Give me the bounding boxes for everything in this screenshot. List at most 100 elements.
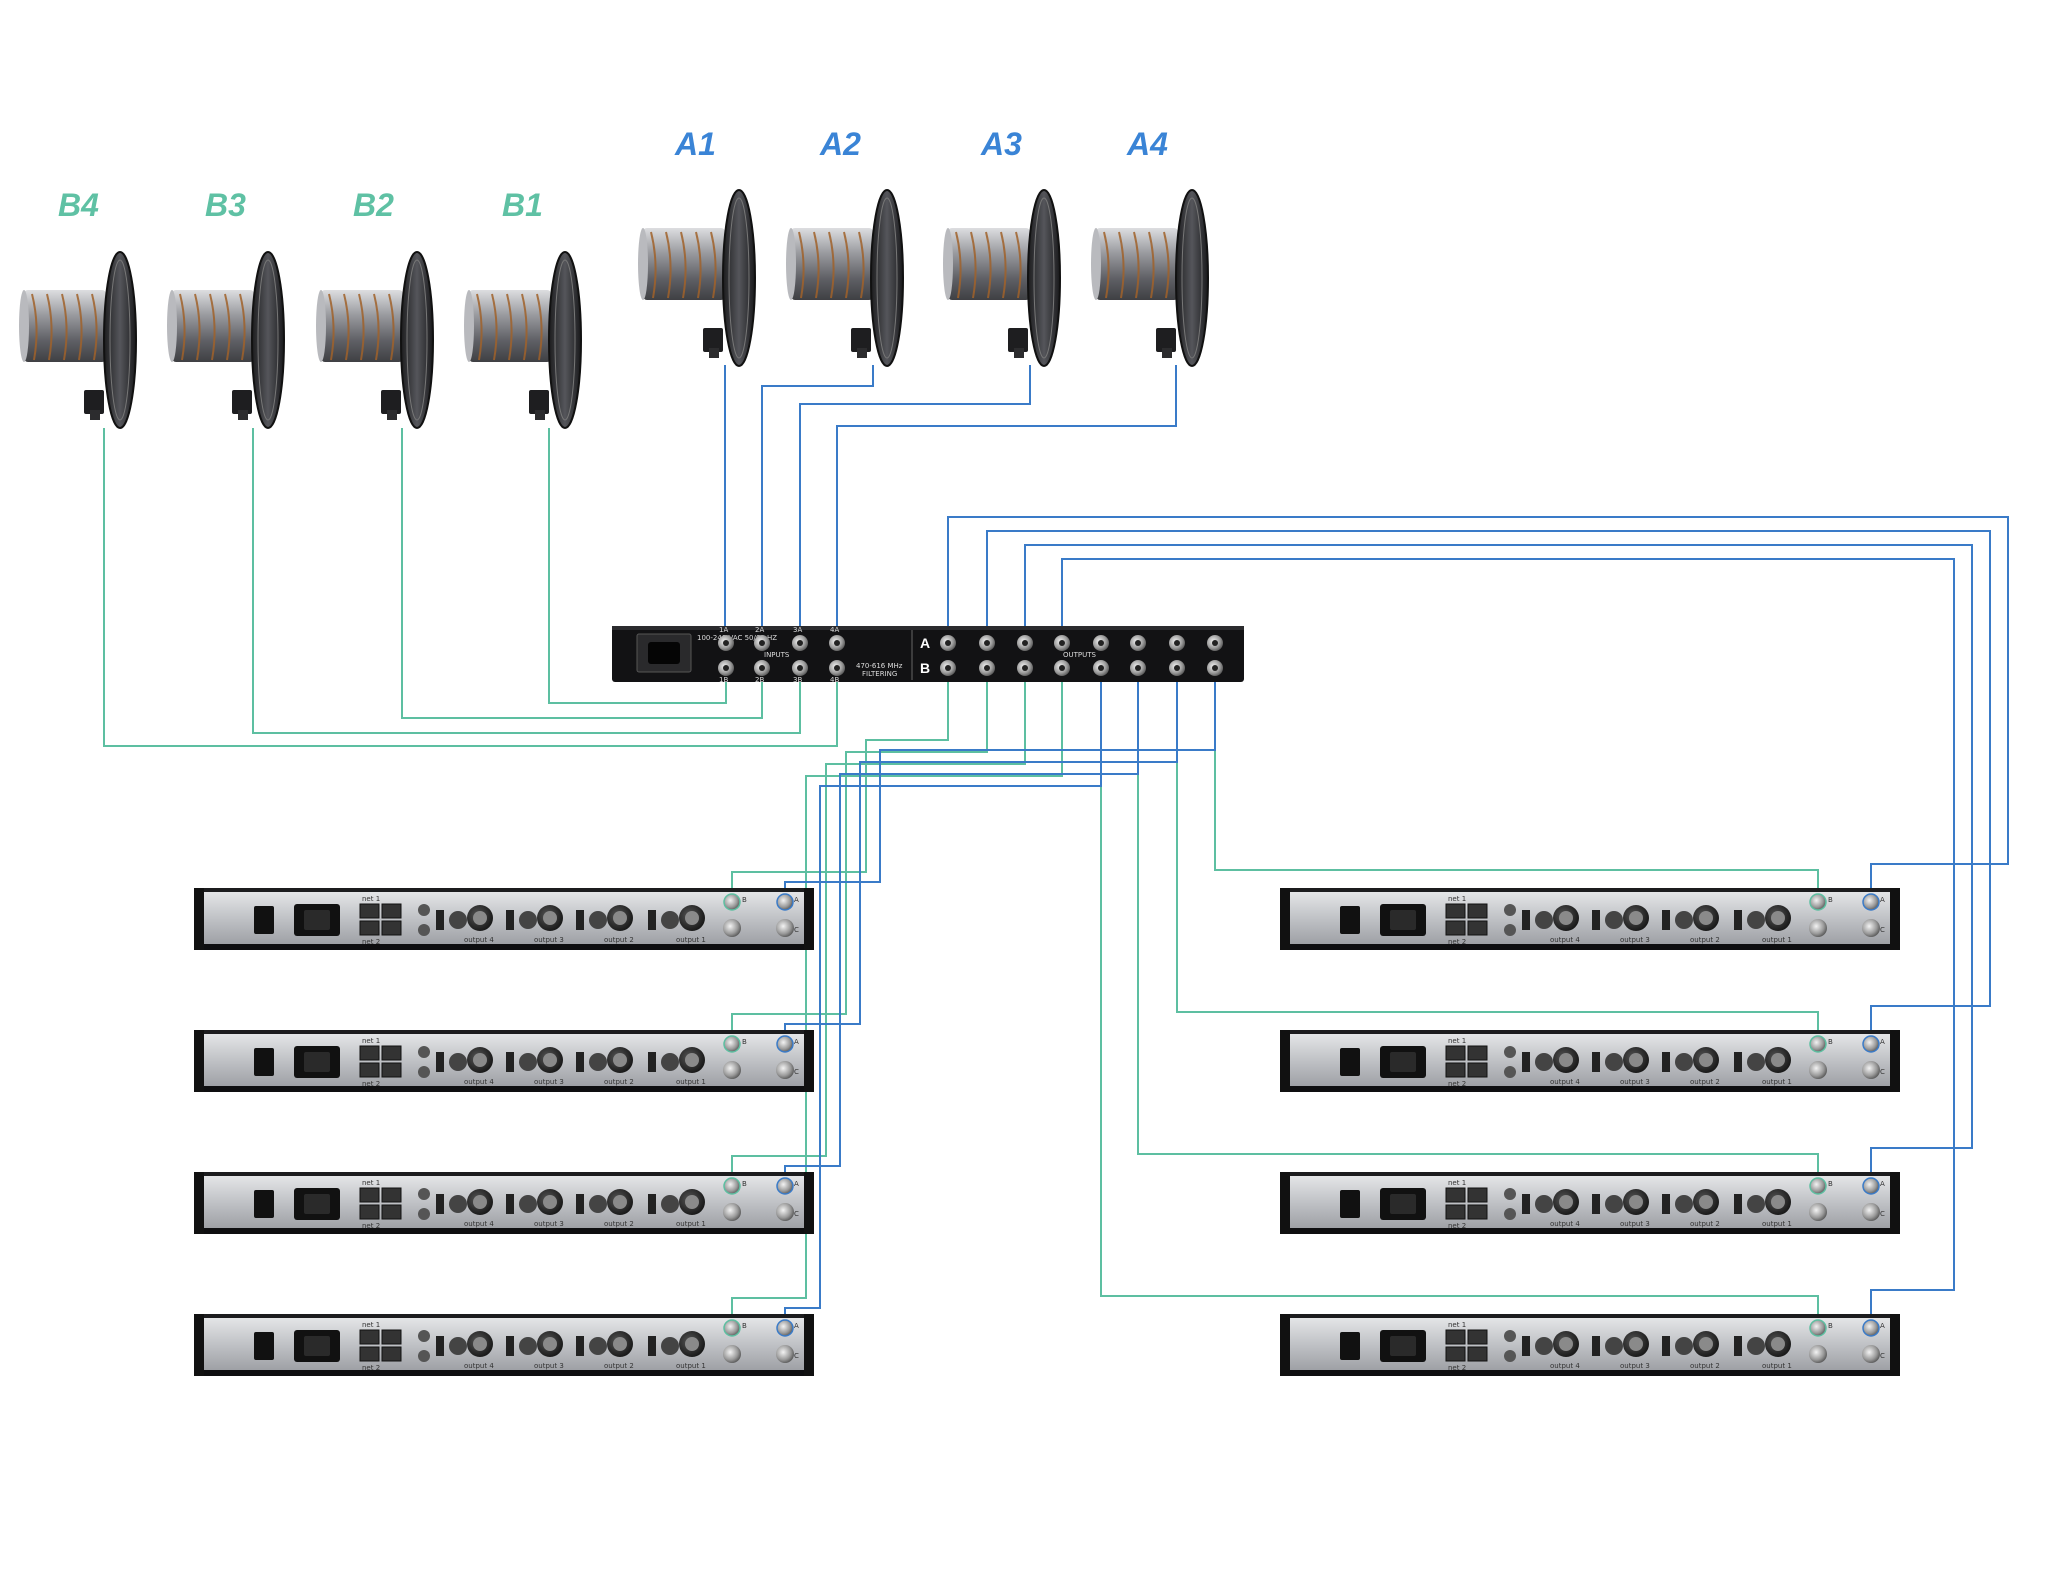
antenna-port-a[interactable]: [776, 1177, 794, 1195]
level-switch[interactable]: [436, 1336, 444, 1356]
cascade-port[interactable]: [723, 1061, 741, 1079]
network-port[interactable]: [1467, 1045, 1488, 1061]
trs-jack[interactable]: [1535, 1337, 1553, 1355]
cascade-port[interactable]: [1809, 1061, 1827, 1079]
cascade-port[interactable]: [1862, 1203, 1880, 1221]
antenna-port-a[interactable]: [776, 1319, 794, 1337]
trs-jack[interactable]: [1675, 911, 1693, 929]
trs-jack[interactable]: [1605, 1195, 1623, 1213]
level-switch[interactable]: [1522, 1194, 1530, 1214]
aux-jack[interactable]: [418, 1188, 430, 1200]
network-port[interactable]: [381, 1045, 402, 1061]
trs-jack[interactable]: [589, 911, 607, 929]
trs-jack[interactable]: [589, 1053, 607, 1071]
antenna-port-a[interactable]: [1862, 1035, 1880, 1053]
level-switch[interactable]: [436, 1052, 444, 1072]
network-port[interactable]: [359, 1204, 380, 1220]
network-port[interactable]: [381, 920, 402, 936]
trs-jack[interactable]: [589, 1337, 607, 1355]
cascade-port[interactable]: [723, 1345, 741, 1363]
antenna-port-b[interactable]: [1809, 1177, 1827, 1195]
trs-jack[interactable]: [519, 911, 537, 929]
cascade-port[interactable]: [1862, 1345, 1880, 1363]
cascade-port[interactable]: [723, 919, 741, 937]
level-switch[interactable]: [576, 1052, 584, 1072]
aux-jack[interactable]: [418, 924, 430, 936]
network-port[interactable]: [359, 1329, 380, 1345]
antenna-port-a[interactable]: [1862, 1177, 1880, 1195]
trs-jack[interactable]: [1747, 1337, 1765, 1355]
level-switch[interactable]: [648, 1336, 656, 1356]
trs-jack[interactable]: [1535, 1053, 1553, 1071]
level-switch[interactable]: [1522, 1336, 1530, 1356]
power-switch[interactable]: [254, 1048, 274, 1076]
aux-jack[interactable]: [418, 1066, 430, 1078]
cascade-port[interactable]: [1809, 919, 1827, 937]
antenna-port-b[interactable]: [723, 1177, 741, 1195]
antenna-port-b[interactable]: [1809, 1319, 1827, 1337]
level-switch[interactable]: [1592, 1336, 1600, 1356]
power-switch[interactable]: [1340, 1048, 1360, 1076]
network-port[interactable]: [1467, 1346, 1488, 1362]
level-switch[interactable]: [1522, 1052, 1530, 1072]
aux-jack[interactable]: [1504, 1330, 1516, 1342]
aux-jack[interactable]: [1504, 1208, 1516, 1220]
trs-jack[interactable]: [1535, 1195, 1553, 1213]
power-switch[interactable]: [1340, 906, 1360, 934]
network-port[interactable]: [1445, 920, 1466, 936]
level-switch[interactable]: [506, 1194, 514, 1214]
network-port[interactable]: [359, 1346, 380, 1362]
trs-jack[interactable]: [1747, 1195, 1765, 1213]
network-port[interactable]: [381, 1346, 402, 1362]
level-switch[interactable]: [436, 910, 444, 930]
network-port[interactable]: [359, 903, 380, 919]
level-switch[interactable]: [1662, 1336, 1670, 1356]
trs-jack[interactable]: [1675, 1053, 1693, 1071]
trs-jack[interactable]: [1605, 1053, 1623, 1071]
level-switch[interactable]: [506, 1336, 514, 1356]
trs-jack[interactable]: [661, 1337, 679, 1355]
power-switch[interactable]: [1340, 1190, 1360, 1218]
network-port[interactable]: [1467, 903, 1488, 919]
level-switch[interactable]: [648, 910, 656, 930]
level-switch[interactable]: [1522, 910, 1530, 930]
trs-jack[interactable]: [1675, 1337, 1693, 1355]
network-port[interactable]: [1467, 1062, 1488, 1078]
network-port[interactable]: [1467, 1329, 1488, 1345]
antenna-port-b[interactable]: [723, 1319, 741, 1337]
aux-jack[interactable]: [1504, 1188, 1516, 1200]
level-switch[interactable]: [576, 1336, 584, 1356]
level-switch[interactable]: [1592, 1194, 1600, 1214]
level-switch[interactable]: [436, 1194, 444, 1214]
antenna-port-a[interactable]: [776, 1035, 794, 1053]
aux-jack[interactable]: [1504, 1066, 1516, 1078]
level-switch[interactable]: [1662, 910, 1670, 930]
cascade-port[interactable]: [776, 1345, 794, 1363]
network-port[interactable]: [359, 1045, 380, 1061]
trs-jack[interactable]: [589, 1195, 607, 1213]
cascade-port[interactable]: [776, 919, 794, 937]
cascade-port[interactable]: [776, 1203, 794, 1221]
trs-jack[interactable]: [519, 1195, 537, 1213]
network-port[interactable]: [1467, 920, 1488, 936]
aux-jack[interactable]: [418, 1046, 430, 1058]
trs-jack[interactable]: [519, 1053, 537, 1071]
antenna-port-a[interactable]: [1862, 893, 1880, 911]
network-port[interactable]: [1445, 1045, 1466, 1061]
cascade-port[interactable]: [1809, 1203, 1827, 1221]
aux-jack[interactable]: [418, 1330, 430, 1342]
trs-jack[interactable]: [1747, 1053, 1765, 1071]
network-port[interactable]: [359, 1062, 380, 1078]
cascade-port[interactable]: [776, 1061, 794, 1079]
level-switch[interactable]: [1734, 910, 1742, 930]
trs-jack[interactable]: [519, 1337, 537, 1355]
trs-jack[interactable]: [449, 911, 467, 929]
power-switch[interactable]: [254, 1332, 274, 1360]
network-port[interactable]: [1445, 1062, 1466, 1078]
trs-jack[interactable]: [1747, 911, 1765, 929]
power-switch[interactable]: [1340, 1332, 1360, 1360]
trs-jack[interactable]: [449, 1195, 467, 1213]
network-port[interactable]: [381, 1187, 402, 1203]
antenna-port-a[interactable]: [1862, 1319, 1880, 1337]
level-switch[interactable]: [648, 1052, 656, 1072]
